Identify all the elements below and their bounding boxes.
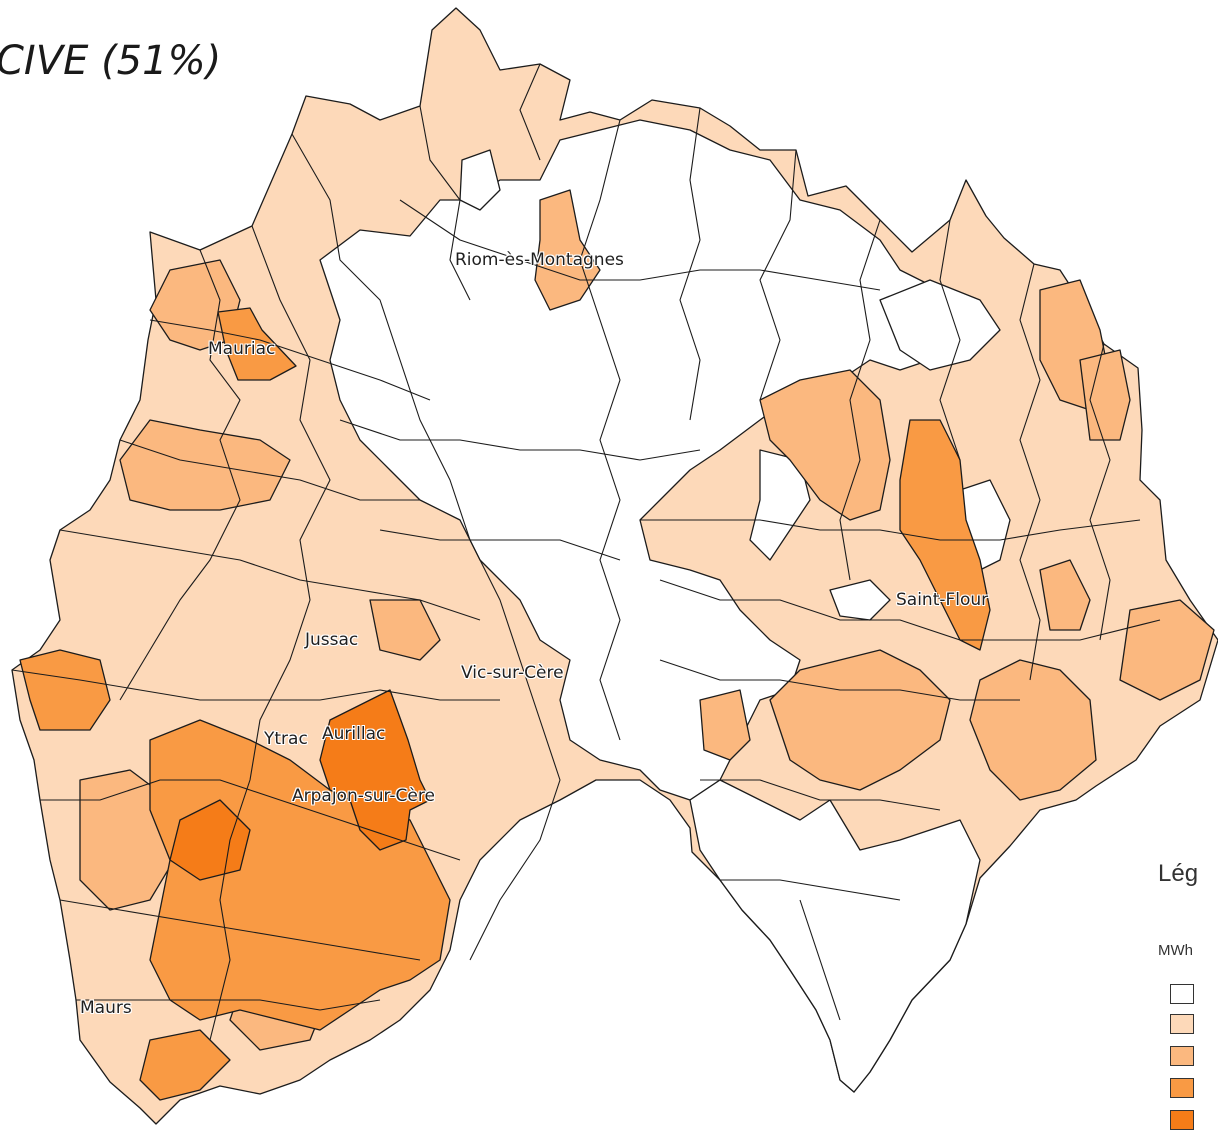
zone-c3-mauriac — [217, 307, 297, 381]
label-arpajon: Arpajon-sur-Cère — [292, 786, 435, 806]
label-jussac: Jussac — [305, 630, 359, 650]
legend-class-4 — [1170, 1110, 1194, 1130]
zone-c2-small-south — [699, 689, 751, 761]
zone-c2-west — [119, 419, 291, 511]
label-aurillac: Aurillac — [322, 724, 386, 744]
zone-c2-far-east — [969, 659, 1097, 801]
legend-unit: MWh — [1158, 942, 1193, 959]
label-mauriac: Mauriac — [208, 339, 276, 359]
legend-class-0 — [1170, 984, 1194, 1004]
zone-c2-northwest — [149, 259, 241, 351]
zone-c3-west — [19, 649, 111, 731]
legend-swatch-2 — [1170, 1046, 1194, 1066]
zone-c3-far-south — [139, 1029, 231, 1101]
zone-c2-east-south — [769, 649, 951, 791]
zone-c2-ne-2 — [1079, 349, 1131, 441]
map-legend: Lég MWh — [1156, 860, 1218, 1131]
zone-c2-east-big — [759, 369, 891, 521]
commune-boundaries — [11, 63, 1161, 1041]
label-maurs: Maurs — [80, 998, 132, 1018]
legend-class-1 — [1170, 1014, 1194, 1034]
legend-title: Lég — [1158, 860, 1199, 887]
legend-swatch-3 — [1170, 1078, 1194, 1098]
label-riom: Riom-ès-Montagnes — [455, 250, 624, 270]
label-saint-flour: Saint-Flour — [896, 590, 989, 610]
zone-white-north-1 — [459, 149, 501, 211]
label-ytrac: Ytrac — [264, 729, 308, 749]
legend-class-3 — [1170, 1078, 1194, 1098]
legend-swatch-4 — [1170, 1110, 1194, 1130]
zone-c4-south-west — [169, 799, 251, 881]
label-vic-sur-cere: Vic-sur-Cère — [461, 663, 564, 683]
zone-c4-aurillac — [319, 689, 431, 851]
zone-c2-jussac — [369, 599, 441, 661]
map-title: CIVE (51%) — [0, 38, 222, 84]
zone-c2-saint-flour-e — [1039, 559, 1091, 631]
legend-swatch-0 — [1170, 984, 1194, 1004]
zone-white-east-4 — [829, 579, 891, 621]
zone-white-east-1 — [879, 279, 1001, 371]
legend-swatch-1 — [1170, 1014, 1194, 1034]
legend-class-2 — [1170, 1046, 1194, 1066]
zone-c2-east-edge — [1119, 599, 1215, 701]
